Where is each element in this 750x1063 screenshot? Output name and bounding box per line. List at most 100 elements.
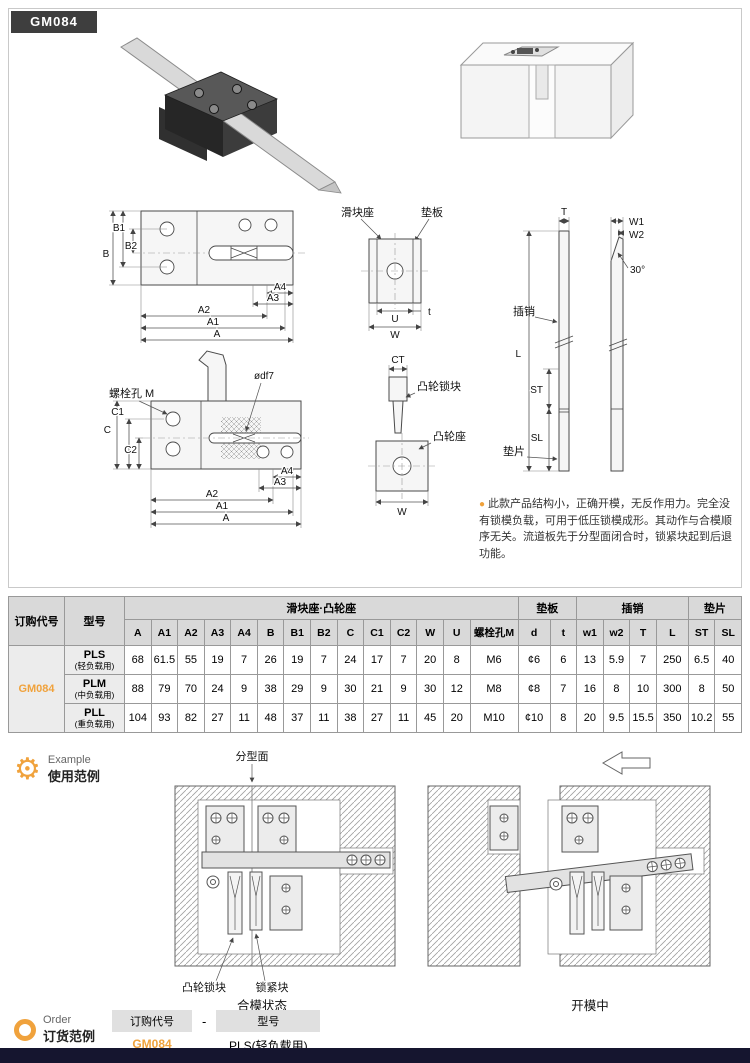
- spec-cell: 27: [203, 703, 232, 733]
- spec-cell: 7: [629, 645, 657, 675]
- drawing-panel: B B1 B2 A4 A3 A2 A1 A 滑块: [8, 8, 742, 588]
- dim-C1: C1: [111, 407, 124, 418]
- dim-W-seat: W: [397, 507, 407, 518]
- spec-row-plm: PLM (中负载用) 88 79 70 24 9 38 29 9 30 21 9…: [9, 674, 742, 704]
- order-title-cn: 订货范例: [43, 1029, 96, 1044]
- spec-cell: 20: [416, 645, 444, 675]
- dim-A2: A2: [198, 305, 211, 316]
- pin-views: T 插销 L ST SL 垫片: [502, 206, 646, 472]
- dim-W: W: [390, 330, 400, 341]
- top-view-slider-seat: B B1 B2 A4 A3 A2 A1 A: [101, 210, 305, 343]
- order-model-label: 型号: [216, 1010, 321, 1032]
- cam-lock-views: CT 凸轮锁块 凸轮座 W: [368, 354, 467, 519]
- dim-W1: W1: [629, 217, 644, 228]
- pin-label: 插销: [513, 304, 535, 318]
- spec-cell: 24: [336, 645, 365, 675]
- order-code-value: GM084: [132, 1037, 172, 1051]
- model-name: PLS: [83, 649, 106, 661]
- spec-cell: 300: [655, 674, 689, 704]
- col-bolt-hole: 螺栓孔M: [469, 619, 519, 646]
- spec-cell: 45: [416, 703, 444, 733]
- bolt-hole-label: 螺栓孔 M: [109, 386, 154, 400]
- col-C: C: [336, 619, 365, 646]
- lock-block-callout: 锁紧块: [256, 980, 289, 994]
- spec-cell: 29: [283, 674, 312, 704]
- dim-A: A: [214, 329, 221, 340]
- order-code-header: 订购代号: [8, 596, 65, 646]
- spec-cell: 11: [310, 703, 338, 733]
- spec-cell: 13: [576, 645, 604, 675]
- spec-cell: 68: [124, 645, 152, 675]
- spec-cell: 24: [203, 674, 232, 704]
- example-title-en: Example: [47, 754, 91, 766]
- col-d: d: [517, 619, 551, 646]
- group-shim: 垫片: [687, 596, 743, 620]
- dim-CT: CT: [391, 355, 404, 366]
- spec-cell: 5.9: [602, 645, 631, 675]
- dim-A3: A3: [267, 293, 280, 304]
- model-cell-plm: PLM (中负载用): [64, 674, 125, 704]
- spec-cell: 15.5: [629, 703, 657, 733]
- part-number-badge: GM084: [11, 11, 97, 33]
- col-w1: w1: [576, 619, 604, 646]
- dim-SL: SL: [531, 433, 544, 444]
- spec-cell: 82: [177, 703, 205, 733]
- group-header-row: 订购代号 型号 滑块座·凸轮座 垫板 插销 垫片: [8, 596, 743, 646]
- opening-state-caption: 开模中: [571, 998, 609, 1013]
- model-cell-pls: PLS (轻负载用): [64, 645, 125, 675]
- note-text: 此款产品结构小，正确开模，无反作用力。完全没有锁模负载，可用于低压锁模成形。其动…: [479, 498, 732, 560]
- spec-cell: 9: [310, 674, 338, 704]
- spec-cell: 19: [283, 645, 312, 675]
- col-A: A: [124, 619, 152, 646]
- spec-cell: 8: [602, 674, 631, 704]
- group-slider-cam: 滑块座·凸轮座: [124, 596, 519, 620]
- order-code-label: 订购代号: [112, 1010, 192, 1032]
- spec-cell: ¢10: [517, 703, 551, 733]
- dim-U: U: [391, 314, 398, 325]
- dim-A1-side: A1: [216, 501, 229, 512]
- spec-cell: 48: [256, 703, 285, 733]
- col-B1: B1: [283, 619, 312, 646]
- col-SL: SL: [714, 619, 742, 646]
- spec-cell: 10.2: [687, 703, 716, 733]
- spec-cell: M6: [469, 645, 519, 675]
- col-B: B: [256, 619, 285, 646]
- cam-lock-label: 凸轮锁块: [417, 379, 461, 393]
- spec-cell: 55: [177, 645, 205, 675]
- dim-B1: B1: [113, 223, 126, 234]
- col-A3: A3: [203, 619, 232, 646]
- spec-cell: 104: [124, 703, 152, 733]
- model-note: (轻负载用): [74, 660, 115, 671]
- col-A2: A2: [177, 619, 205, 646]
- group-pin: 插销: [576, 596, 689, 620]
- spec-cell: 79: [150, 674, 179, 704]
- dim-A1: A1: [207, 317, 220, 328]
- iso-view-mold: [459, 41, 635, 140]
- section-view-plate: 滑块座 垫板 U t W: [340, 204, 445, 343]
- angle-30-label: 30°: [630, 265, 645, 276]
- order-code-box: 订购代号 GM084: [112, 1010, 192, 1051]
- slot-dia-label: ødf7: [254, 371, 274, 382]
- spec-cell: 30: [416, 674, 444, 704]
- spec-cell: 93: [150, 703, 179, 733]
- spec-cell: 350: [655, 703, 689, 733]
- dim-t: t: [428, 307, 431, 318]
- spec-row-pll: PLL (重负载用) 104 93 82 27 11 48 37 11 38 2…: [9, 703, 742, 733]
- spec-cell: 20: [576, 703, 604, 733]
- spec-cell: 27: [363, 703, 391, 733]
- col-U: U: [442, 619, 471, 646]
- col-B2: B2: [310, 619, 338, 646]
- spec-cell: 70: [177, 674, 205, 704]
- technical-drawings: B B1 B2 A4 A3 A2 A1 A 滑块: [101, 37, 646, 528]
- cam-lock-callout: 凸轮锁块: [182, 980, 226, 994]
- col-T: T: [629, 619, 657, 646]
- spec-cell: 250: [655, 645, 689, 675]
- diagram-mold-closed: 凸轮锁块 锁紧块 合模状态: [174, 785, 396, 1013]
- dim-A3-side: A3: [274, 477, 287, 488]
- model-cell-pll: PLL (重负载用): [64, 703, 125, 733]
- parting-line-label: 分型面: [236, 749, 269, 763]
- model-name: PLM: [82, 678, 107, 690]
- spec-cell: ¢8: [517, 674, 551, 704]
- diagram-mold-opening: 开模中: [427, 751, 711, 1013]
